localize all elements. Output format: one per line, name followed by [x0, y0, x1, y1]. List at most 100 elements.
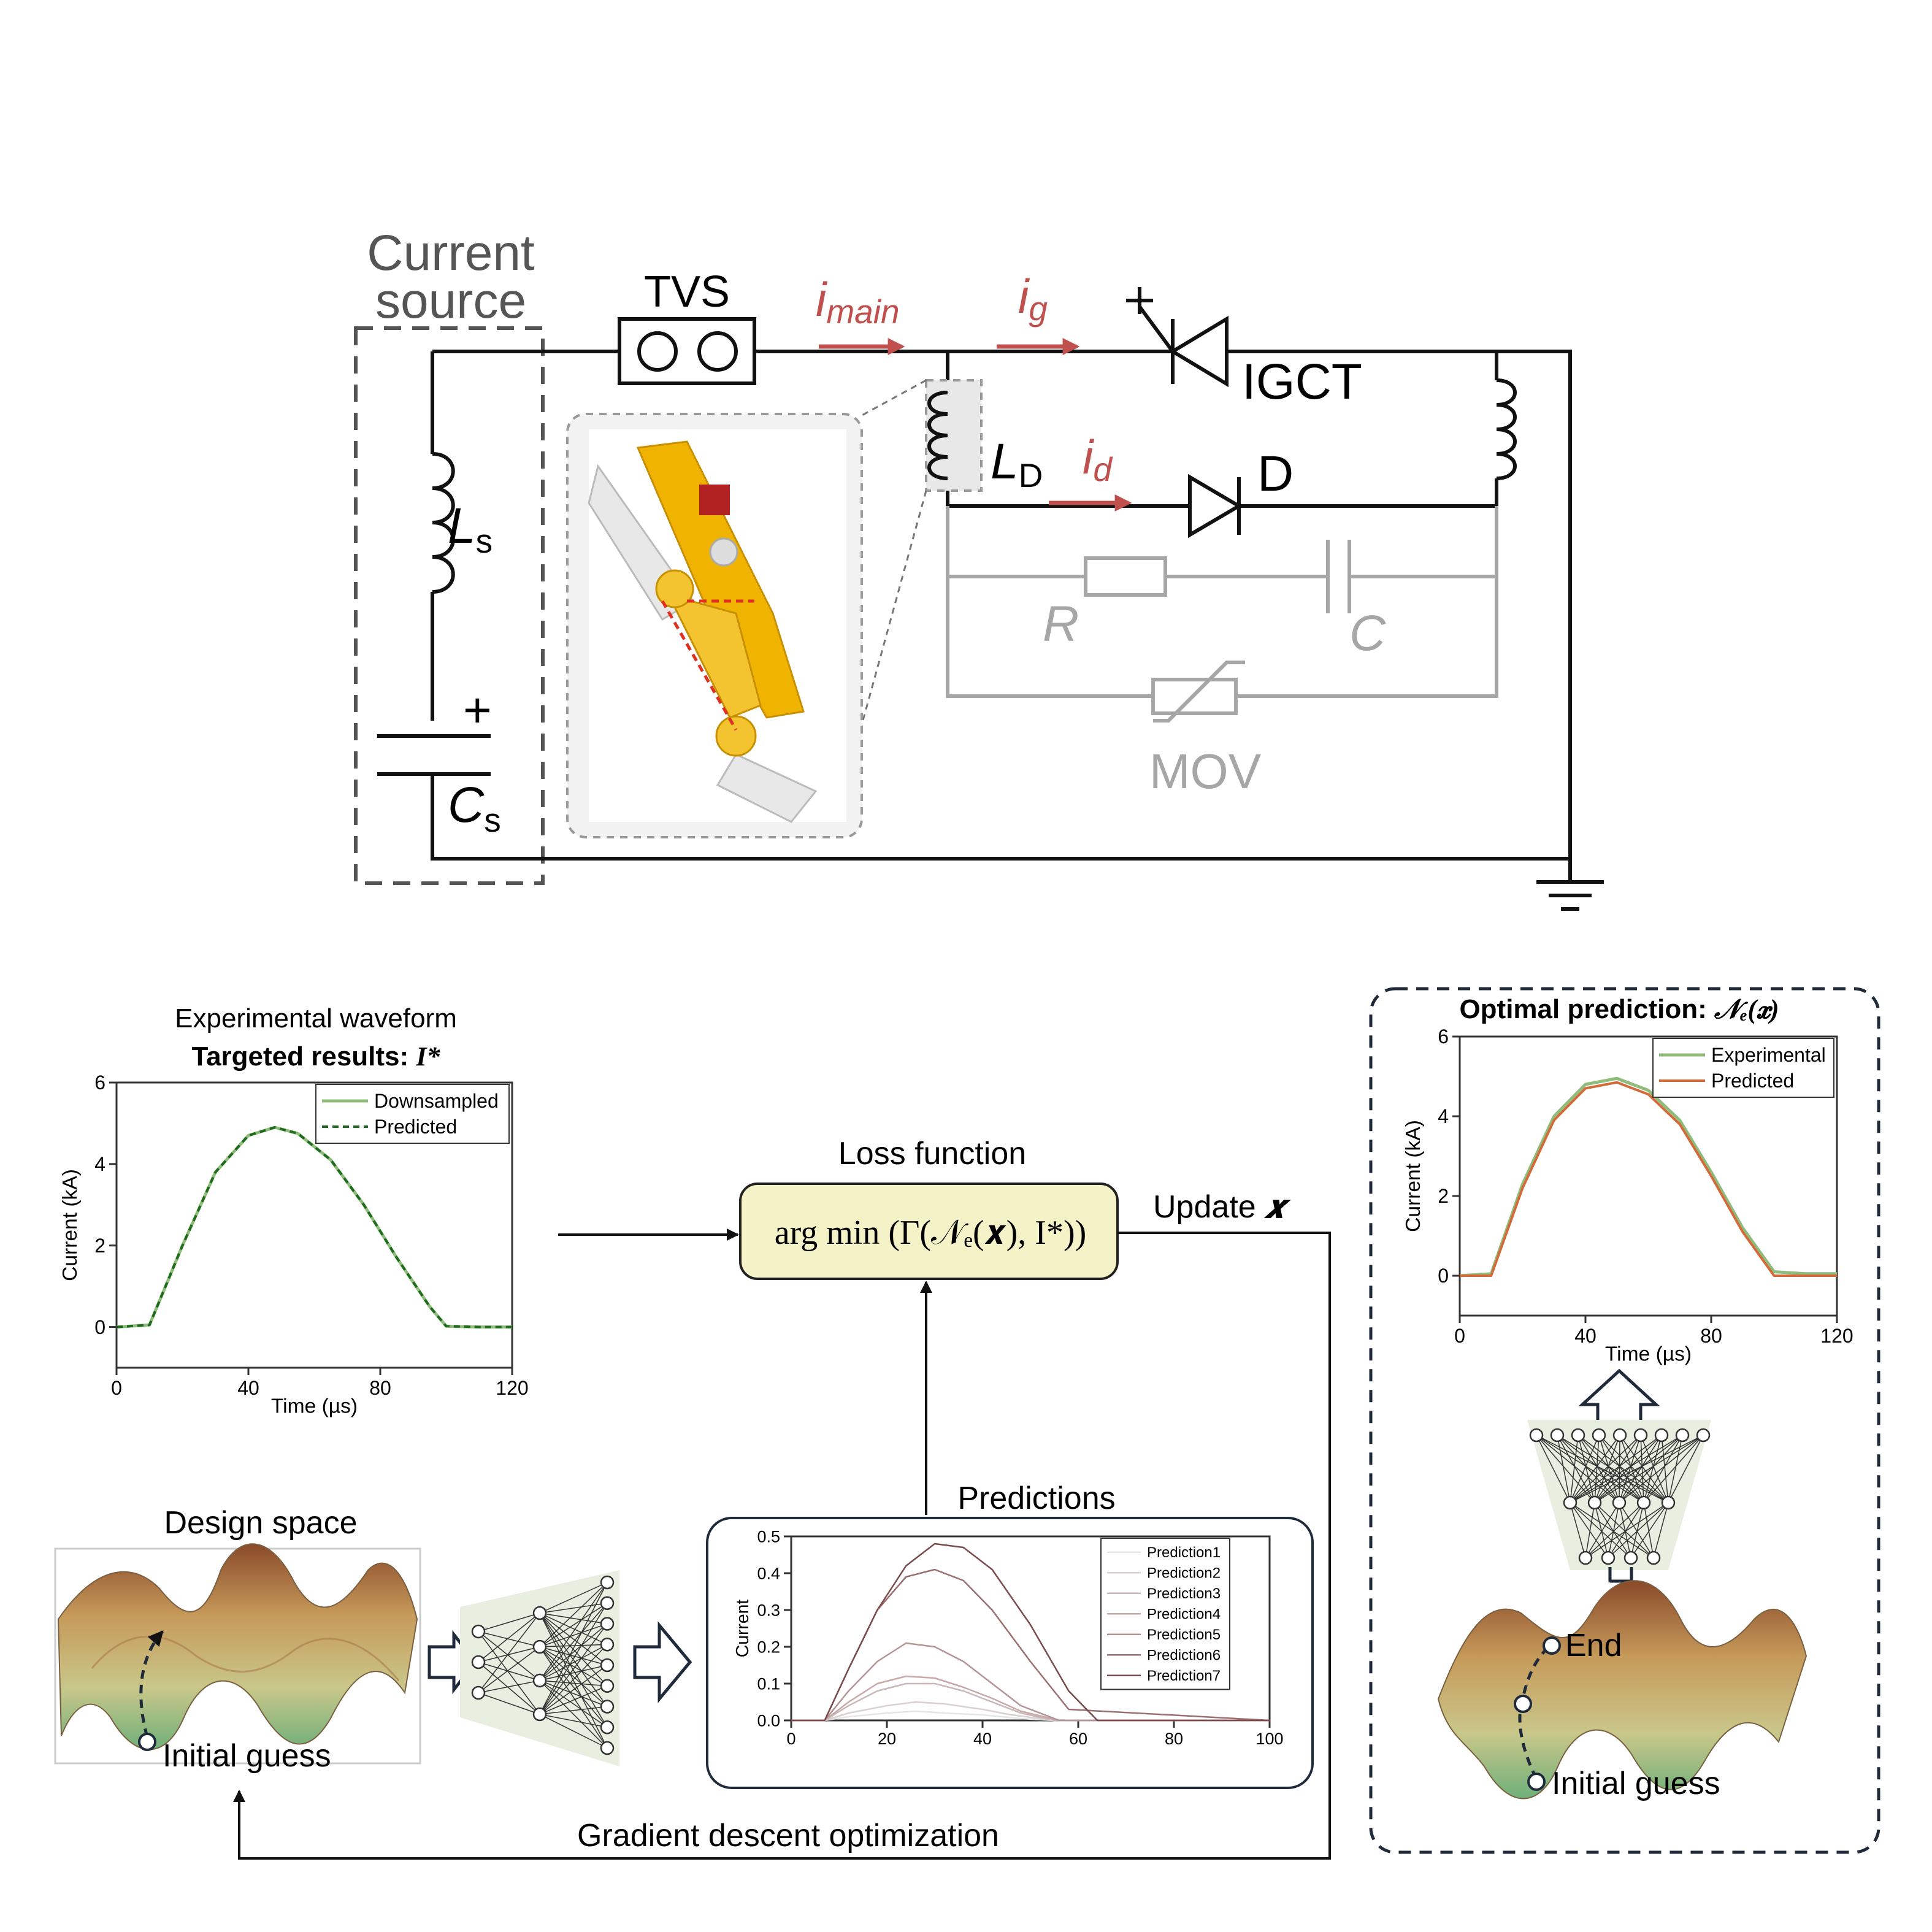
nn-edge [1619, 1435, 1644, 1503]
optimal-prediction-panel [1369, 987, 1880, 1854]
y-tick-label: 0.5 [757, 1527, 780, 1546]
nn-edge [1598, 1435, 1644, 1503]
diode-symbol [1188, 473, 1243, 539]
nn-edge [1585, 1502, 1595, 1558]
y-axis-label: Current (kA) [59, 1169, 82, 1281]
nn-edge [1643, 1435, 1683, 1503]
nn-edge [1594, 1435, 1620, 1503]
nn-node [1623, 1551, 1638, 1565]
nn-node [1571, 1428, 1585, 1443]
legend-entry: Prediction7 [1147, 1668, 1221, 1684]
nn-edge [1585, 1502, 1644, 1558]
nn-node [1612, 1428, 1627, 1443]
x-tick-label: 40 [1574, 1325, 1597, 1347]
legend-entry: Prediction3 [1147, 1585, 1221, 1602]
ld-label: LD [991, 434, 1043, 494]
nn-edge [539, 1680, 608, 1708]
nn-node [1696, 1428, 1711, 1443]
series-line-7 [791, 1543, 1270, 1722]
nn-edge [1594, 1502, 1631, 1558]
nn-edge [478, 1692, 540, 1715]
nn-edge [1585, 1502, 1669, 1558]
mov-label: MOV [1149, 744, 1262, 799]
y-tick-label: 0.0 [757, 1711, 780, 1730]
nn-node [600, 1720, 615, 1735]
nn-edge [539, 1644, 608, 1647]
igct-label: IGCT [1242, 354, 1362, 410]
ld-inductor [927, 391, 948, 480]
y-tick-label: 2 [94, 1235, 105, 1257]
y-axis-label: Current (kA) [1402, 1120, 1425, 1232]
mechanism-illustration [588, 440, 818, 823]
nn-edge [539, 1646, 608, 1708]
cs-label: Cs [448, 777, 501, 839]
nn-edge [1608, 1502, 1620, 1558]
nn-edge [1570, 1502, 1609, 1558]
nn-edge [1594, 1435, 1683, 1503]
nn-edge [1570, 1502, 1654, 1558]
nn-edge [1570, 1502, 1586, 1558]
nn-edge [1619, 1435, 1669, 1503]
current-source-box [354, 326, 545, 885]
nn-edge [1619, 1435, 1683, 1503]
nn-edge [478, 1612, 540, 1632]
nn-edge [539, 1685, 608, 1715]
nn-edge [478, 1631, 540, 1715]
series-line-4 [791, 1675, 1270, 1722]
neural-network-icon-right [1527, 1420, 1711, 1570]
exp-subtitle: Targeted results: I* [191, 1041, 440, 1071]
nn-node [1675, 1428, 1690, 1443]
x-axis-label: Time (µs) [271, 1395, 358, 1418]
nn-edge [478, 1646, 540, 1663]
mid-marker [1514, 1695, 1532, 1713]
ld-zoom-box [925, 379, 983, 492]
plot-frame [115, 1081, 513, 1369]
x-tick-label: 20 [878, 1730, 896, 1748]
ground-icon [1536, 859, 1604, 911]
end-marker [1543, 1636, 1561, 1655]
ls-label: Ls [448, 498, 493, 560]
nn-edge [1619, 1435, 1620, 1503]
nn-node [600, 1575, 615, 1590]
nn-edge [1630, 1502, 1644, 1558]
nn-edge [1598, 1435, 1620, 1503]
legend-entry: Prediction5 [1147, 1627, 1221, 1643]
design-initial-guess: Initial guess [163, 1738, 331, 1774]
diode-label: D [1257, 446, 1294, 502]
nn-edge [1570, 1435, 1704, 1503]
nn-edge [539, 1714, 608, 1728]
nn-edge [539, 1603, 608, 1681]
nn-edge [1661, 1435, 1669, 1503]
right-inductor [1496, 378, 1517, 480]
nn-edge [1594, 1435, 1704, 1503]
nn-node [471, 1685, 486, 1700]
y-tick-label: 0.2 [757, 1638, 780, 1656]
nn-edge [1594, 1502, 1654, 1558]
i-g-label: ig [1018, 269, 1048, 328]
right-end-label: End [1565, 1628, 1622, 1663]
nn-node [1563, 1495, 1577, 1510]
loss-title: Loss function [838, 1136, 1026, 1171]
nn-node [471, 1655, 486, 1669]
nn-edge [1608, 1502, 1669, 1558]
nn-node [1633, 1428, 1648, 1443]
optimal-title: Optimal prediction: 𝒩ₑ(𝒙) [1459, 994, 1779, 1024]
predictions-title: Predictions [957, 1481, 1115, 1516]
current-source-label-1: Current [367, 225, 535, 281]
nn-edge [1570, 1435, 1600, 1503]
cs-plus: + [463, 683, 492, 737]
y-tick-label: 4 [1438, 1105, 1449, 1127]
nn-node [1661, 1495, 1676, 1510]
nn-node [1592, 1428, 1606, 1443]
r-label: R [1043, 596, 1079, 652]
nn-node [600, 1596, 615, 1610]
nn-edge [1585, 1502, 1620, 1558]
nn-edge [1594, 1435, 1600, 1503]
loss-formula: arg min (Γ(𝒩ₑ(𝒙), I*)) [775, 1214, 1087, 1252]
nn-edge [478, 1646, 540, 1693]
update-x-label: Update 𝒙 [1153, 1189, 1291, 1225]
series-line-3 [791, 1682, 1270, 1722]
up-block-arrow [1578, 1368, 1660, 1425]
